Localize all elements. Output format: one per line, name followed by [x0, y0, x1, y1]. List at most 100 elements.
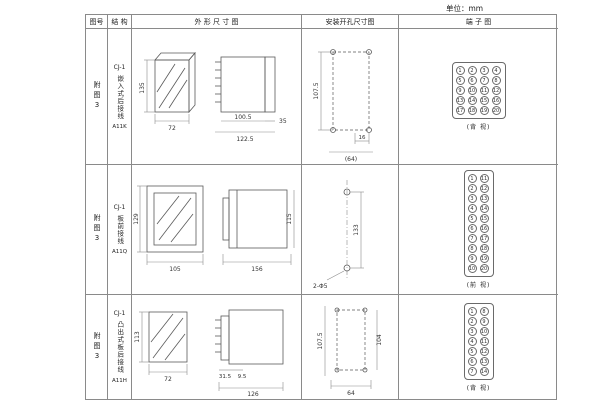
- fig-cell-row2: 附图3: [86, 165, 108, 295]
- unit-label: 单位：mm: [446, 4, 484, 13]
- dim-label: 31.5: [218, 374, 231, 380]
- dim-label: 2-Φ5: [313, 283, 328, 290]
- dim-h-total: (64): [328, 151, 373, 163]
- terminal-circle: 4: [467, 204, 477, 213]
- outline-drawing-a11h: 113 72: [134, 309, 283, 398]
- terminal-circle: 5: [467, 346, 477, 356]
- view-label: (前 视): [466, 282, 491, 289]
- dim-vertical: 107.5: [313, 51, 333, 130]
- side-view: [222, 189, 287, 248]
- terminal-circle: 18: [467, 106, 477, 115]
- structure-cell-row3: CJ-1 凸出式板后接线 A11H: [108, 295, 132, 399]
- terminal-circle: 6: [467, 76, 477, 85]
- terminal-circle: 11: [479, 336, 489, 346]
- fig-cell-row3: 附图3: [86, 295, 108, 399]
- header-terminal: 端 子 图: [399, 15, 558, 29]
- terminal-circle: 1: [467, 174, 477, 183]
- dim-width: 105: [146, 253, 203, 273]
- structure-name: 嵌入式后接线: [115, 74, 124, 120]
- cutout-outline: [336, 309, 365, 371]
- structure-name: 凸出式板后接线: [115, 321, 124, 374]
- terminal-circle: 6: [467, 224, 477, 233]
- pin-lines: [214, 61, 221, 102]
- dim-width: 72: [154, 113, 189, 132]
- terminal-circle: 7: [467, 366, 477, 376]
- terminal-circle: 8: [467, 244, 477, 253]
- terminal-circle: 5: [467, 214, 477, 223]
- fig-label: 附图3: [93, 331, 101, 363]
- dim-label: 105: [169, 266, 181, 273]
- terminal-circle: 14: [467, 96, 477, 105]
- fig-label: 附图3: [93, 81, 101, 112]
- terminal-circle: 15: [479, 96, 489, 105]
- dim-label: 35: [279, 118, 287, 125]
- spec-table: 图号 结 构 外 形 尺 寸 图 安装开孔尺寸图 端 子 图 附图3 CJ-1 …: [85, 14, 558, 400]
- terminal-circle: 13: [455, 96, 465, 105]
- dim-label: 64: [347, 390, 355, 397]
- dim-pin-depth: 31.5: [218, 369, 233, 380]
- dim-height: 129: [133, 185, 147, 252]
- dim-pin-depth2: 9.5: [232, 369, 246, 380]
- dim-label: 72: [164, 376, 172, 383]
- outline-drawing-a11k: 135 72: [139, 51, 287, 143]
- dim-outer-width: 122.5: [214, 131, 275, 143]
- front-view: [153, 51, 196, 113]
- header-outline: 外 形 尺 寸 图: [132, 15, 302, 29]
- terminal-circle: 2: [467, 66, 477, 75]
- terminal-circle: 15: [479, 214, 489, 223]
- install-cell-row2: 133 2-Φ5: [302, 165, 399, 295]
- terminal-circle: 19: [479, 254, 489, 263]
- outline-cell-row3: 113 72: [132, 295, 302, 399]
- dim-horizontal: 64: [330, 380, 371, 397]
- dim-label: 122.5: [236, 136, 253, 143]
- outline-drawing-a11q: 129 105 156: [133, 185, 294, 273]
- terminal-circle: 17: [479, 234, 489, 243]
- terminal-circle: 9: [455, 86, 465, 95]
- terminal-circle: 10: [467, 264, 477, 273]
- install-drawing-a11k: 107.5 16 (64): [313, 48, 373, 163]
- terminal-circle: 3: [479, 66, 489, 75]
- model-code: A11Q: [111, 249, 128, 255]
- terminal-circle: 6: [467, 356, 477, 366]
- dim-label: 16: [358, 135, 365, 141]
- dim-label: 115: [286, 213, 293, 225]
- dim-label: 135: [139, 82, 146, 94]
- cutout-outline: [332, 51, 369, 130]
- dim-label: 133: [353, 224, 360, 236]
- dim-label: 72: [168, 125, 176, 132]
- structure-cell-row2: CJ-1 板前接线 A11Q: [108, 165, 132, 295]
- terminal-circle: 8: [479, 306, 489, 316]
- header-fig-no: 图号: [86, 15, 108, 29]
- dim-label: 104: [376, 334, 383, 346]
- terminal-circle: 13: [479, 356, 489, 366]
- terminal-circle: 16: [491, 96, 501, 105]
- dim-vertical: 133: [349, 191, 364, 268]
- dim-label: 156: [251, 266, 263, 273]
- dim-side-width: 156: [222, 253, 291, 273]
- structure-name: 板前接线: [115, 215, 124, 245]
- terminal-circle: 13: [479, 194, 489, 203]
- model-code: A11K: [112, 123, 127, 130]
- side-view: [214, 56, 275, 112]
- header-install: 安装开孔尺寸图: [302, 15, 399, 29]
- hatch-lines: [150, 313, 185, 361]
- terminal-circle: 1: [467, 306, 477, 316]
- terminal-circle: 14: [479, 204, 489, 213]
- terminal-circle: 2: [467, 184, 477, 193]
- fig-label: 附图3: [93, 214, 101, 245]
- dim-width: 72: [148, 364, 187, 383]
- terminal-circle: 10: [479, 326, 489, 336]
- install-drawing-a11h: 107.5 104 64: [317, 306, 383, 397]
- terminal-circle: 14: [479, 366, 489, 376]
- terminal-circle: 3: [467, 326, 477, 336]
- hatch-lines: [156, 63, 187, 108]
- terminal-circle: 9: [467, 254, 477, 263]
- dim-label: 129: [133, 213, 140, 225]
- terminal-circle: 20: [491, 106, 501, 115]
- mounting-holes: [329, 48, 372, 133]
